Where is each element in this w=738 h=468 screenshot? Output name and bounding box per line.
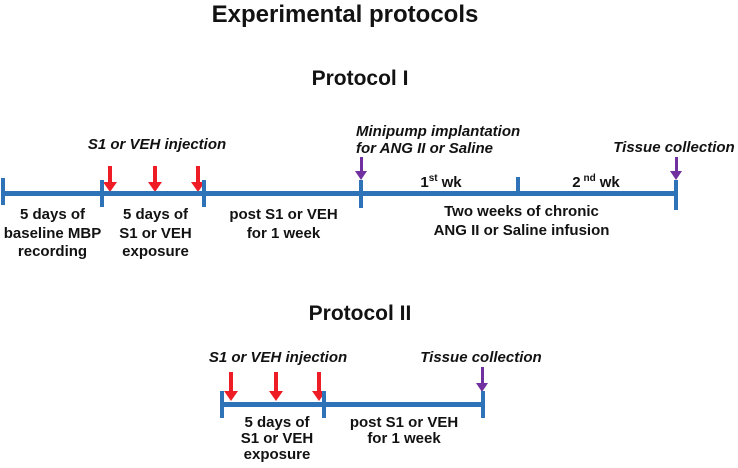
arrow-shaft [229,372,233,391]
arrow-shaft [108,166,112,182]
protocol1-tissue-label: Tissue collection [613,139,735,156]
arrow-head [269,391,283,401]
arrow-head [312,391,326,401]
segment-label-line: for 1 week [246,224,321,242]
arrow-head [476,383,488,392]
injection-arrow-icon [103,166,117,192]
tissue-collection-arrow-icon [670,157,682,180]
minipump-label-line2: for ANG II or Saline [356,140,493,157]
protocol2-heading: Protocol II [308,302,412,325]
arrow-shaft [480,367,484,383]
segment-label-line: S1 or VEH [240,430,314,447]
timeline-tick [322,391,326,418]
injection-arrow-icon [148,166,162,192]
protocol1-heading: Protocol I [311,67,409,90]
segment-label-line: S1 or VEH [119,224,192,242]
segment-label-line: 5 days of [19,206,86,223]
injection-arrow-icon [191,166,205,192]
arrow-head [355,171,367,180]
segment-label-line: for 1 week [367,430,441,447]
protocol1-segment-exposure: 5 days of S1 or VEH exposure [93,206,218,262]
arrow-shaft [274,372,278,391]
week2-word: wk [599,174,620,191]
injection-arrow-icon [224,372,238,401]
timeline-tick [202,180,206,207]
protocol1-segment-baseline: 5 days of baseline MBP recording [0,206,115,262]
week1-ordinal: st [428,173,438,184]
arrow-head [103,182,117,192]
protocol1-injection-label: S1 or VEH injection [87,136,227,153]
timeline-tick-week-divider [516,177,520,195]
minipump-label-line1: Minipump implantation [356,123,521,140]
arrow-shaft [153,166,157,182]
protocol1-timeline [2,191,676,196]
protocol2-tissue-label: Tissue collection [420,349,542,366]
timeline-tick-end [674,180,678,210]
segment-label-line: exposure [243,446,311,463]
figure-title: Experimental protocols [211,1,479,28]
arrow-head [191,182,205,192]
week1-number: 1 [420,174,429,191]
protocol1-minipump-label: Minipump implantation for ANG II or Sali… [356,123,520,157]
protocol2-injection-label: S1 or VEH injection [208,349,348,366]
arrow-head [148,182,162,192]
segment-label-line: 5 days of [244,414,310,431]
protocol1-segment-post: post S1 or VEH for 1 week [211,206,356,243]
segment-label-line: baseline MBP [3,224,102,242]
segment-label-line: post S1 or VEH [229,206,338,223]
segment-label-line: post S1 or VEH [349,414,459,431]
timeline-tick-minipump [359,180,363,208]
segment-label-line: ANG II or Saline infusion [433,221,610,239]
timeline-tick-end [481,391,485,418]
protocol2-segment-post: post S1 or VEH for 1 week [334,415,474,447]
timeline-tick [100,180,104,207]
week2-number: 2 [572,174,581,191]
protocol2-timeline [222,402,484,407]
arrow-head [224,391,238,401]
protocol1-segment-infusion: Two weeks of chronic ANG II or Saline in… [419,203,624,240]
arrow-shaft [674,157,678,171]
tissue-collection-arrow-icon [476,367,488,392]
segment-label-line: 5 days of [122,206,189,223]
protocol2-segment-exposure: 5 days of S1 or VEH exposure [217,415,337,463]
timeline-tick-start [220,391,224,418]
arrow-head [670,171,682,180]
arrow-shaft [359,157,363,171]
segment-label-line: recording [17,243,88,260]
timeline-tick-start [1,178,5,205]
segment-label-line: Two weeks of chronic [444,203,599,220]
injection-arrow-icon [269,372,283,401]
arrow-shaft [317,372,321,391]
arrow-shaft [196,166,200,182]
minipump-arrow-icon [355,157,367,180]
week1-word: wk [441,174,462,191]
week2-ordinal: nd [583,173,596,184]
segment-label-line: exposure [122,243,189,260]
injection-arrow-icon [312,372,326,401]
